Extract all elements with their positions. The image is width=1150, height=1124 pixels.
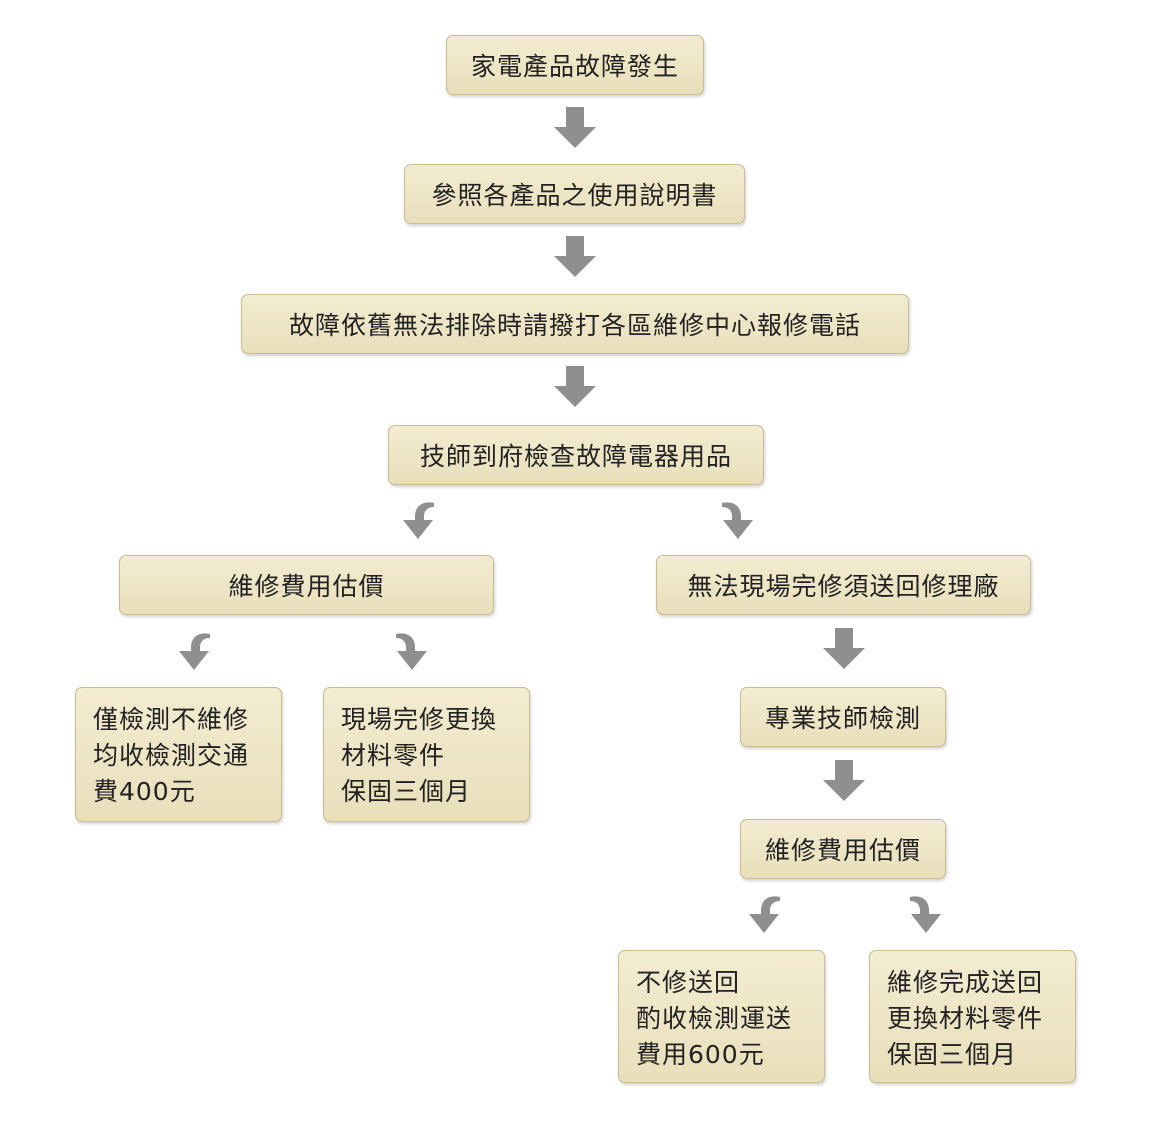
curved-arrow-right-icon <box>722 502 753 539</box>
curved-arrow-right-icon <box>396 633 427 670</box>
option-line: 不修送回 <box>636 968 741 997</box>
step-call-service-center: 故障依舊無法排除時請撥打各區維修中心報修電話 <box>241 294 909 354</box>
option-line: 保固三個月 <box>887 1040 1018 1069</box>
left-cost-estimate: 維修費用估價 <box>119 555 494 615</box>
option-line: 僅檢測不維修 <box>93 705 250 734</box>
right-cost-estimate: 維修費用估價 <box>740 819 946 879</box>
option-line: 現場完修更換 <box>341 705 498 734</box>
option-line: 均收檢測交通 <box>93 741 250 770</box>
step-read-manual: 參照各產品之使用說明書 <box>404 164 745 224</box>
curved-arrow-left-icon <box>749 896 780 933</box>
step-technician-visit: 技師到府檢查故障電器用品 <box>388 425 764 485</box>
right-option-no-repair: 不修送回 酌收檢測運送 費用600元 <box>618 950 825 1083</box>
option-line: 材料零件 <box>341 741 446 770</box>
option-line: 費用600元 <box>636 1040 765 1069</box>
option-line: 更換材料零件 <box>887 1004 1044 1033</box>
down-arrow-icon <box>823 760 865 801</box>
step-fault-occurs: 家電產品故障發生 <box>446 35 704 95</box>
right-send-to-factory: 無法現場完修須送回修理廠 <box>656 555 1031 615</box>
option-line: 保固三個月 <box>341 777 472 806</box>
down-arrow-icon <box>554 236 596 277</box>
curved-arrow-left-icon <box>403 502 434 539</box>
option-line: 維修完成送回 <box>887 968 1044 997</box>
curved-arrow-right-icon <box>910 896 941 933</box>
down-arrow-icon <box>823 628 865 669</box>
right-professional-inspection: 專業技師檢測 <box>740 687 946 747</box>
option-line: 酌收檢測運送 <box>636 1004 793 1033</box>
curved-arrow-left-icon <box>179 633 210 670</box>
option-line: 費400元 <box>93 777 196 806</box>
down-arrow-icon <box>554 107 596 148</box>
down-arrow-icon <box>554 366 596 407</box>
left-option-inspect-only: 僅檢測不維修 均收檢測交通 費400元 <box>75 687 282 822</box>
left-option-onsite-repair: 現場完修更換 材料零件 保固三個月 <box>323 687 530 822</box>
right-option-repair-done: 維修完成送回 更換材料零件 保固三個月 <box>869 950 1076 1083</box>
